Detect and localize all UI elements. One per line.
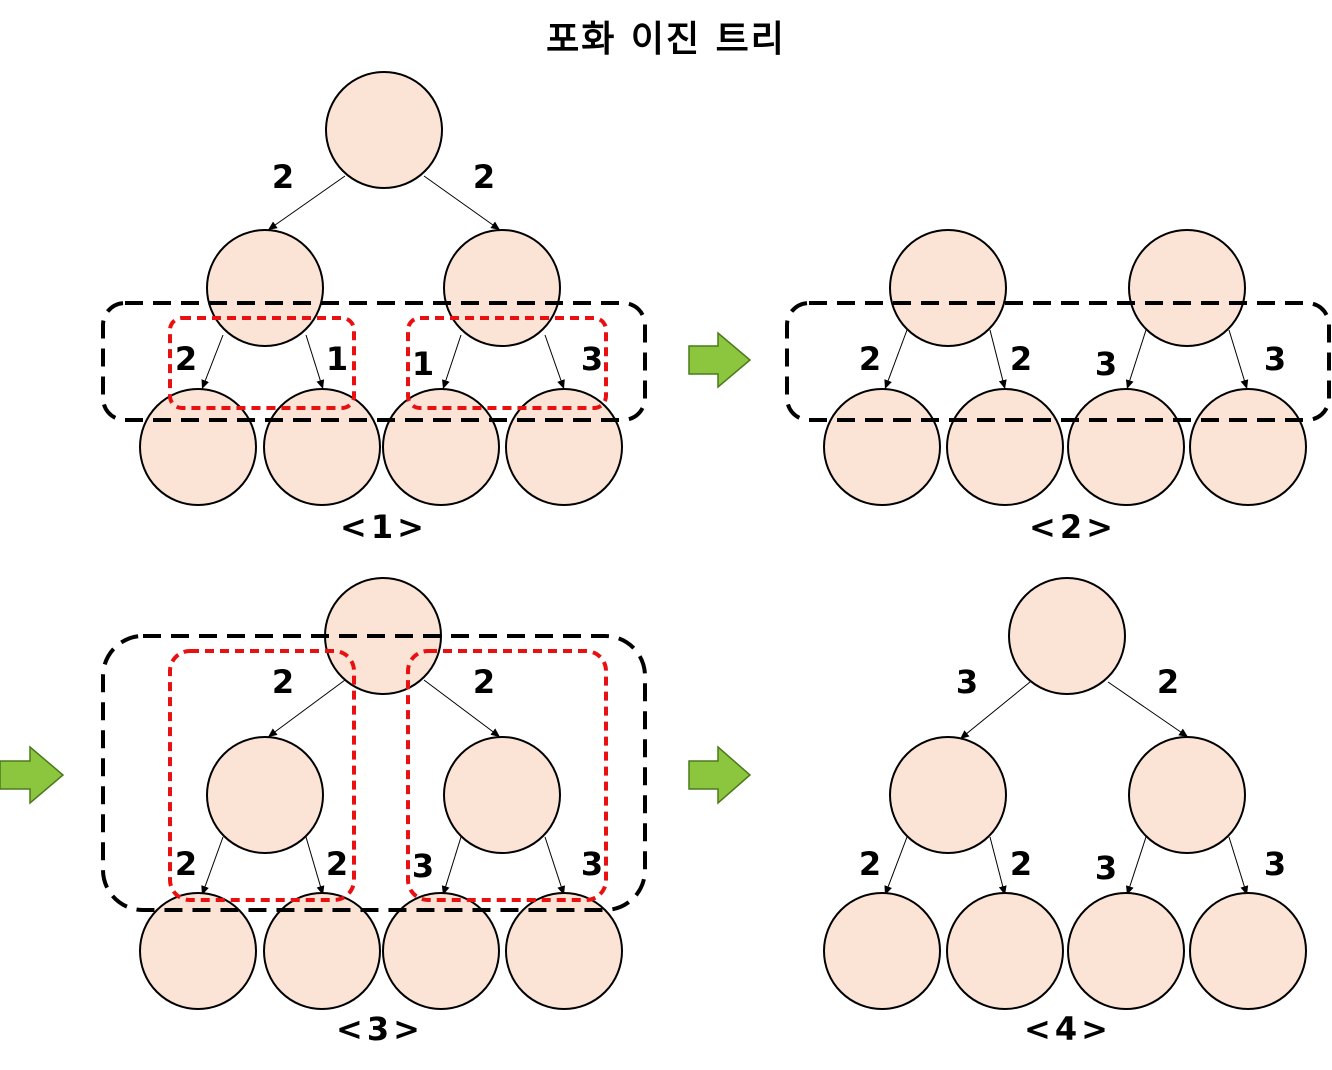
edge-label-rl: 3	[1095, 849, 1117, 887]
panel-1: 2 2 2 1 1 3 <1>	[101, 71, 647, 546]
edge-root-left	[959, 681, 1031, 740]
leaf-2	[263, 892, 381, 1010]
edge-rl	[441, 836, 462, 896]
edge-label-lr: 1	[326, 340, 348, 378]
leaf-2	[946, 892, 1064, 1010]
node-left	[206, 736, 324, 854]
panel-3: 2 2 2 2 3 3 <3>	[101, 577, 647, 1048]
edge-label-rr: 3	[581, 845, 603, 883]
edge-label-rl: 3	[412, 847, 434, 885]
panel-caption: <2>	[1029, 508, 1117, 546]
edge-ll	[201, 836, 224, 896]
node-left	[206, 229, 324, 347]
edge-rl	[442, 334, 462, 390]
node-left	[889, 736, 1007, 854]
edge-lr	[989, 329, 1007, 390]
level-group-outline	[101, 634, 647, 912]
leaf-1	[139, 892, 257, 1010]
panel-caption: <4>	[1024, 1010, 1112, 1048]
node-right	[1128, 736, 1246, 854]
panel-caption: <1>	[340, 508, 428, 546]
node-left	[889, 229, 1007, 347]
level-group-outline	[101, 301, 647, 422]
edge-label-rr: 3	[1264, 340, 1286, 378]
leaf-3	[1067, 892, 1185, 1010]
leaf-3	[1067, 388, 1185, 506]
edge-label-ll: 2	[859, 340, 881, 378]
edge-label-root-right: 2	[473, 663, 495, 701]
edge-root-right	[423, 679, 501, 738]
leaf-4	[505, 892, 623, 1010]
edge-root-right	[1107, 681, 1189, 738]
step-arrow-icon	[0, 745, 65, 805]
edge-ll	[884, 329, 908, 390]
panel-caption: <3>	[336, 1010, 424, 1048]
leaf-3	[382, 892, 500, 1010]
node-root	[1008, 577, 1126, 695]
edge-label-rr: 3	[581, 340, 603, 378]
edge-root-left	[267, 175, 346, 231]
node-right	[443, 229, 561, 347]
subtree-outline-right	[406, 649, 608, 902]
edge-label-rr: 3	[1264, 845, 1286, 883]
edge-label-lr: 2	[326, 845, 348, 883]
edge-rr	[544, 334, 565, 390]
edge-rr	[1228, 329, 1249, 390]
edge-rr	[1228, 836, 1249, 896]
step-arrow-icon	[688, 331, 752, 389]
edge-lr	[989, 836, 1007, 896]
leaf-3	[382, 388, 500, 506]
node-root	[325, 71, 443, 189]
edge-lr	[305, 836, 325, 896]
edge-ll	[884, 836, 908, 896]
leaf-2	[263, 388, 381, 506]
edge-label-rl: 1	[412, 345, 434, 383]
diagram-title: 포화 이진 트리	[546, 19, 786, 60]
step-arrow-icon	[688, 745, 752, 805]
subtree-outline-left	[168, 649, 356, 902]
edge-root-right	[423, 175, 501, 231]
edge-rr	[544, 836, 565, 896]
subtree-outline-right	[406, 316, 608, 410]
edge-label-root-left: 3	[956, 663, 978, 701]
edge-rl	[1125, 329, 1147, 390]
leaf-1	[823, 388, 941, 506]
edge-label-root-right: 2	[1157, 663, 1179, 701]
panel-2: 2 2 3 3 <2>	[785, 229, 1331, 546]
subtree-outline-left	[168, 316, 356, 410]
edge-label-rl: 3	[1095, 345, 1117, 383]
edge-label-root-left: 2	[272, 158, 294, 196]
edge-label-root-left: 2	[272, 663, 294, 701]
panel-4: 3 2 2 2 3 3 <4>	[823, 577, 1307, 1048]
edge-rl	[1126, 836, 1147, 896]
leaf-4	[505, 388, 623, 506]
edge-root-left	[267, 679, 346, 738]
edge-label-ll: 2	[175, 845, 197, 883]
leaf-4	[1189, 388, 1307, 506]
leaf-4	[1189, 892, 1307, 1010]
level-group-outline	[785, 301, 1331, 422]
edge-label-root-right: 2	[473, 158, 495, 196]
node-right	[443, 736, 561, 854]
edge-label-lr: 2	[1010, 845, 1032, 883]
edge-label-ll: 2	[859, 845, 881, 883]
edge-ll	[201, 334, 224, 390]
node-right	[1128, 229, 1246, 347]
edge-lr	[305, 334, 325, 390]
edge-label-ll: 2	[175, 340, 197, 378]
edge-label-lr: 2	[1010, 340, 1032, 378]
leaf-1	[823, 892, 941, 1010]
leaf-2	[946, 388, 1064, 506]
